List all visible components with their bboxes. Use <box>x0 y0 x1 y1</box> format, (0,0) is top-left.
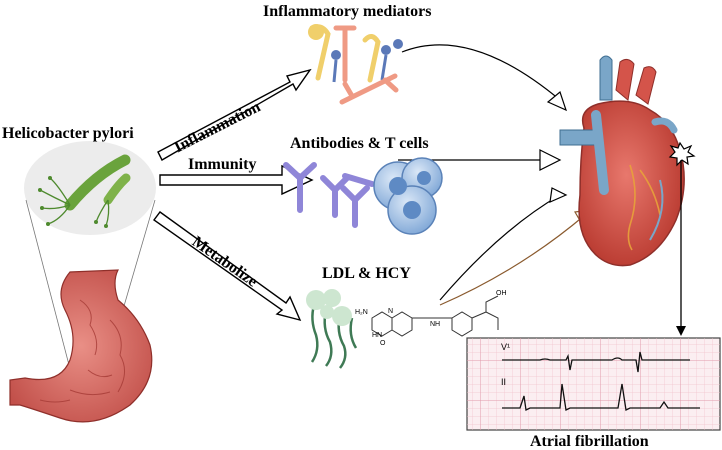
ecg-lead-v1: V¹ <box>501 342 510 352</box>
arrow-inflammation <box>157 68 312 161</box>
molecule-nh: NH <box>430 321 441 328</box>
atrial-fibrillation-label: Atrial fibrillation <box>530 433 649 450</box>
heart-illustration <box>559 55 685 267</box>
ectopic-focus-icon <box>668 141 696 167</box>
pathway-arrows <box>153 68 314 322</box>
ecg-lead-ii: II <box>501 377 507 387</box>
molecule-o: O <box>380 340 386 347</box>
ecg-trace-top <box>502 351 690 373</box>
heart-inflow-arrows <box>398 44 568 301</box>
immunity-pathway-label: Immunity <box>188 156 257 173</box>
stomach-illustration <box>9 269 153 423</box>
ldl-illustration <box>306 289 358 369</box>
molecule-oh: OH <box>496 290 507 297</box>
molecule-n: N <box>388 308 394 315</box>
arrow-head-icon <box>676 326 686 336</box>
antibodies-label: Antibodies & T cells <box>290 135 429 152</box>
ecg-strip <box>466 337 721 431</box>
molecule-h2n: H₂N <box>355 309 368 316</box>
molecule-structure <box>371 295 499 337</box>
metabolic-arrow <box>439 214 586 306</box>
arrow-metabolize <box>153 211 302 322</box>
zoom-line-left <box>25 199 76 389</box>
mediators-label: Inflammatory mediators <box>263 3 432 20</box>
mediators-illustration <box>308 24 403 105</box>
pathogen-label: Helicobacter pylori <box>2 125 134 142</box>
antibodies-illustration <box>283 157 443 235</box>
ecg-trace-bottom <box>502 383 700 411</box>
bacteria-illustration <box>24 141 156 235</box>
ldl-hcy-label: LDL & HCY <box>322 265 411 282</box>
molecule-hn: HN <box>372 332 383 339</box>
